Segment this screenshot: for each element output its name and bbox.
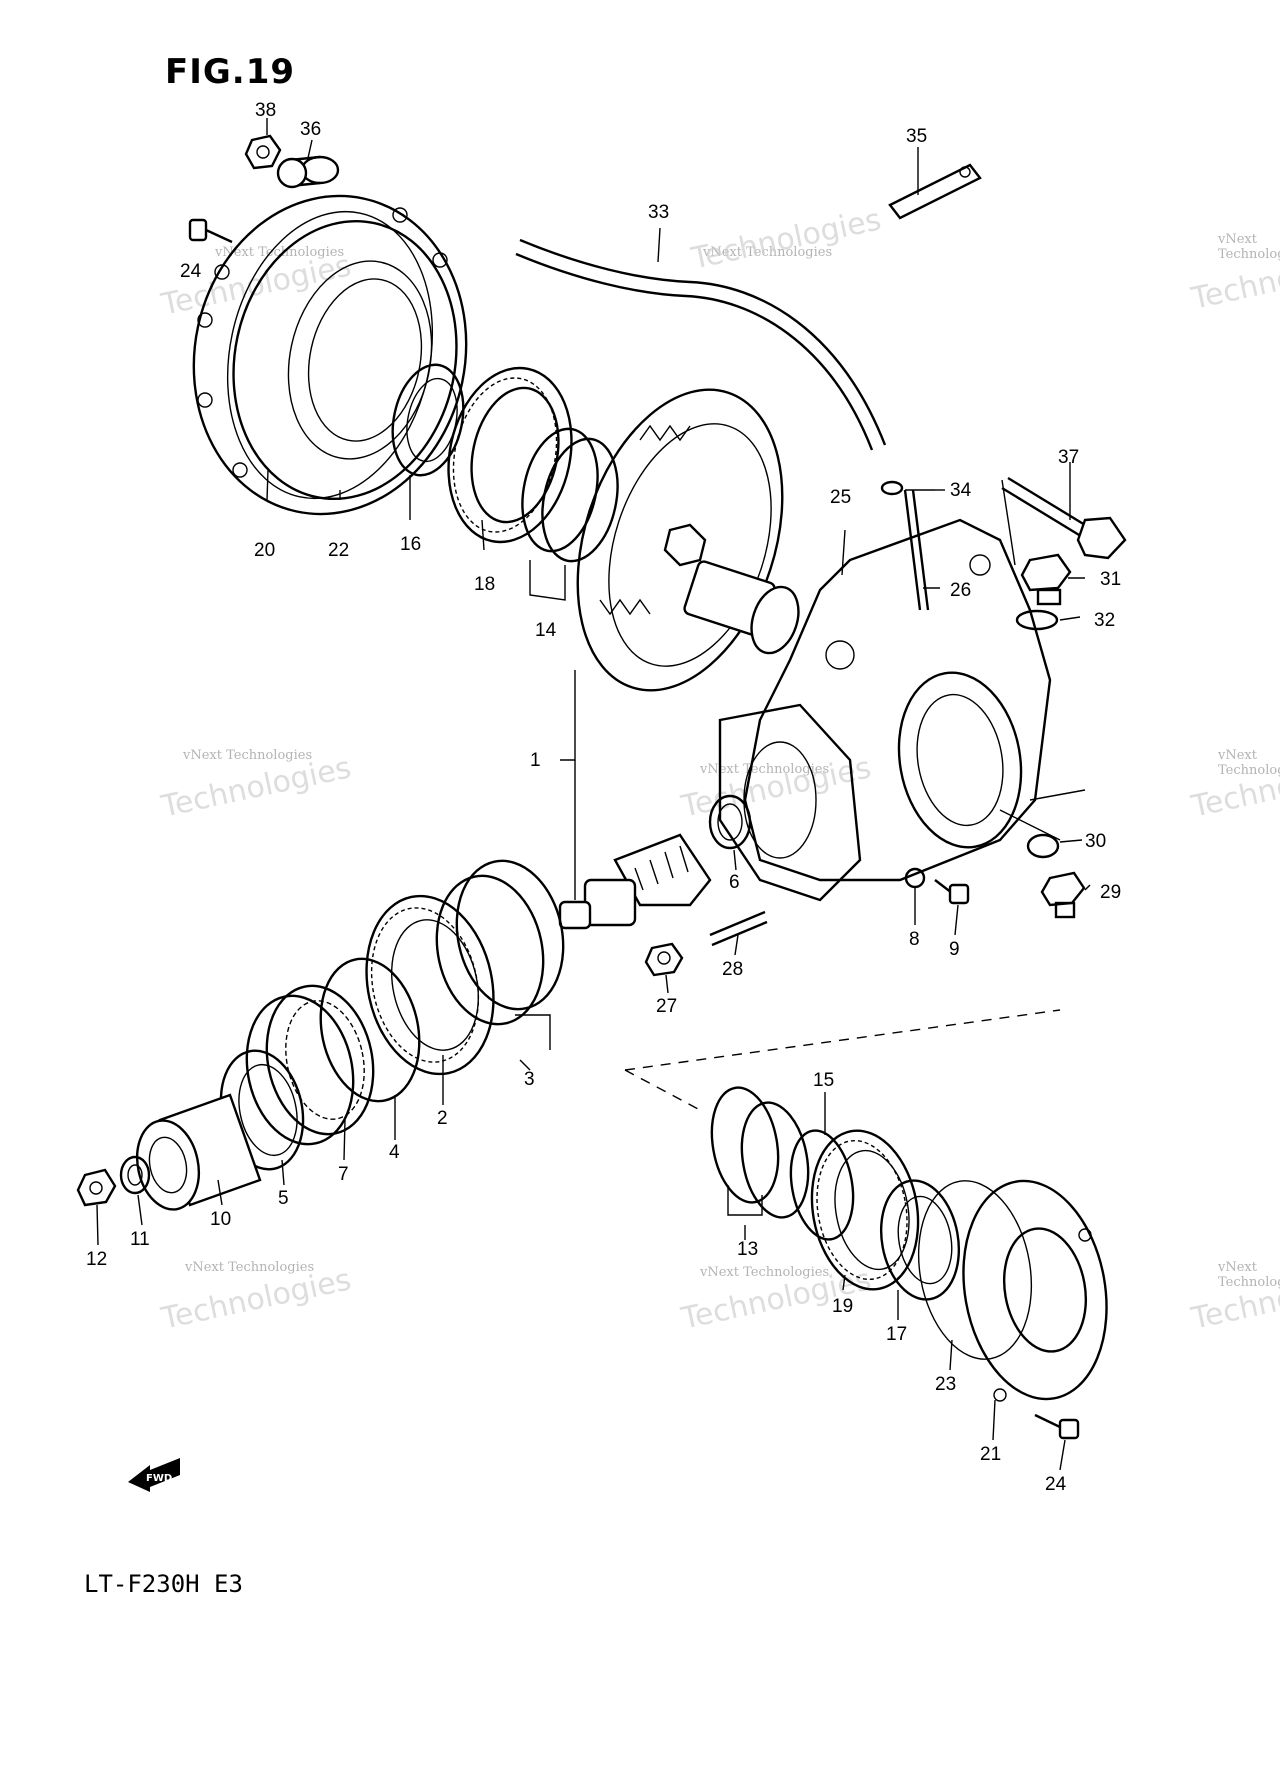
shims-13 [710, 1086, 810, 1219]
callout-8: 8 [909, 929, 920, 950]
callout-24-bottom: 24 [1045, 1474, 1067, 1495]
washer-8 [904, 867, 926, 889]
leader-lines [96, 118, 1091, 1471]
bolt-37 [1001, 476, 1127, 560]
shims-14 [521, 427, 619, 601]
callout-37: 37 [1058, 447, 1079, 468]
drive-pinion [558, 833, 712, 930]
callout-35: 35 [906, 126, 927, 147]
fwd-label: FWD [146, 1473, 172, 1484]
spacer-36 [276, 155, 340, 189]
callout-23: 23 [935, 1374, 956, 1395]
callout-11: 11 [130, 1229, 150, 1250]
nut-27 [644, 942, 684, 977]
callout-9: 9 [949, 939, 960, 960]
callout-1: 1 [530, 750, 541, 771]
watermark-text: vNext Technologies [1218, 232, 1280, 262]
bearing-19 [810, 1129, 920, 1291]
gear-case-25 [718, 518, 1086, 902]
watermark-text: vNext Technologies [700, 762, 830, 777]
callout-6: 6 [729, 872, 740, 893]
callout-29: 29 [1100, 882, 1121, 903]
callout-21: 21 [980, 1444, 1001, 1465]
model-code: LT-F230H E3 [84, 1570, 243, 1598]
watermark-text: vNext Technologies [703, 245, 833, 260]
callout-10: 10 [210, 1209, 231, 1230]
breather-pipe-26 [903, 489, 930, 611]
oil-seal-17 [879, 1179, 961, 1301]
clamp-35 [888, 163, 982, 220]
coupling-10 [136, 1093, 262, 1211]
bearing-6 [708, 794, 752, 850]
bolt-9 [934, 879, 970, 905]
callout-18: 18 [474, 574, 495, 595]
watermark-text: vNext Technologies [700, 1265, 830, 1280]
bearing-2 [365, 894, 495, 1076]
gasket-23 [917, 1180, 1033, 1360]
bearing-18 [447, 366, 573, 544]
callout-34: 34 [950, 480, 972, 501]
callout-12: 12 [86, 1249, 107, 1270]
gasket-32 [1015, 609, 1059, 631]
callout-31: 31 [1100, 569, 1121, 590]
watermark-text: vNext Technologies [183, 748, 313, 763]
callout-17: 17 [886, 1324, 907, 1345]
gasket-30 [1026, 833, 1060, 859]
callout-5: 5 [278, 1188, 289, 1209]
callout-36: 36 [300, 119, 321, 140]
bolt-24-top [188, 218, 233, 244]
callout-22: 22 [328, 540, 349, 561]
callout-14: 14 [535, 620, 557, 641]
callout-16: 16 [400, 534, 421, 555]
oil-seal-15 [789, 1129, 855, 1241]
shims-3 [435, 859, 565, 1050]
breather-hose-33 [515, 238, 887, 451]
callout-26: 26 [950, 580, 971, 601]
callout-32: 32 [1094, 610, 1115, 631]
callout-13: 13 [737, 1239, 758, 1260]
clip-34 [880, 480, 935, 496]
callout-2: 2 [437, 1108, 448, 1129]
callout-labels: 38 36 35 33 24 37 34 25 26 31 32 20 22 1… [86, 100, 1121, 1495]
callout-27: 27 [656, 996, 677, 1017]
callout-4: 4 [389, 1142, 400, 1163]
watermark-text: vNext Technologies [1218, 748, 1280, 778]
nut-38 [244, 134, 282, 170]
bearing-cover-21 [962, 1179, 1108, 1402]
bolt-24-bottom [1034, 1413, 1080, 1440]
callout-30: 30 [1085, 831, 1106, 852]
callout-19: 19 [832, 1296, 853, 1317]
watermark-text: vNext Technologies [185, 1260, 315, 1275]
drain-plug-29 [1040, 871, 1086, 919]
callout-38: 38 [255, 100, 276, 121]
gasket-22 [226, 210, 434, 500]
callout-7: 7 [338, 1164, 349, 1185]
washer-11 [119, 1155, 151, 1195]
ring-gear [576, 388, 800, 692]
snap-ring-4 [319, 957, 421, 1103]
filler-plug-31 [1020, 553, 1072, 606]
nut-12 [76, 1168, 117, 1207]
bearing-7 [245, 984, 375, 1146]
callout-25: 25 [830, 487, 851, 508]
callout-33: 33 [648, 202, 669, 223]
watermark-text: vNext Technologies [1218, 1260, 1280, 1290]
callout-28: 28 [722, 959, 743, 980]
watermark-text: vNext Technologies [215, 245, 345, 260]
fwd-arrow-icon: FWD [128, 1458, 180, 1492]
rear-cover-20 [192, 194, 468, 516]
callout-24-top: 24 [180, 261, 202, 282]
callout-3: 3 [524, 1069, 535, 1090]
figure-title: FIG.19 [165, 52, 296, 92]
callout-20: 20 [254, 540, 275, 561]
callout-15: 15 [813, 1070, 834, 1091]
stud-28 [709, 910, 768, 947]
